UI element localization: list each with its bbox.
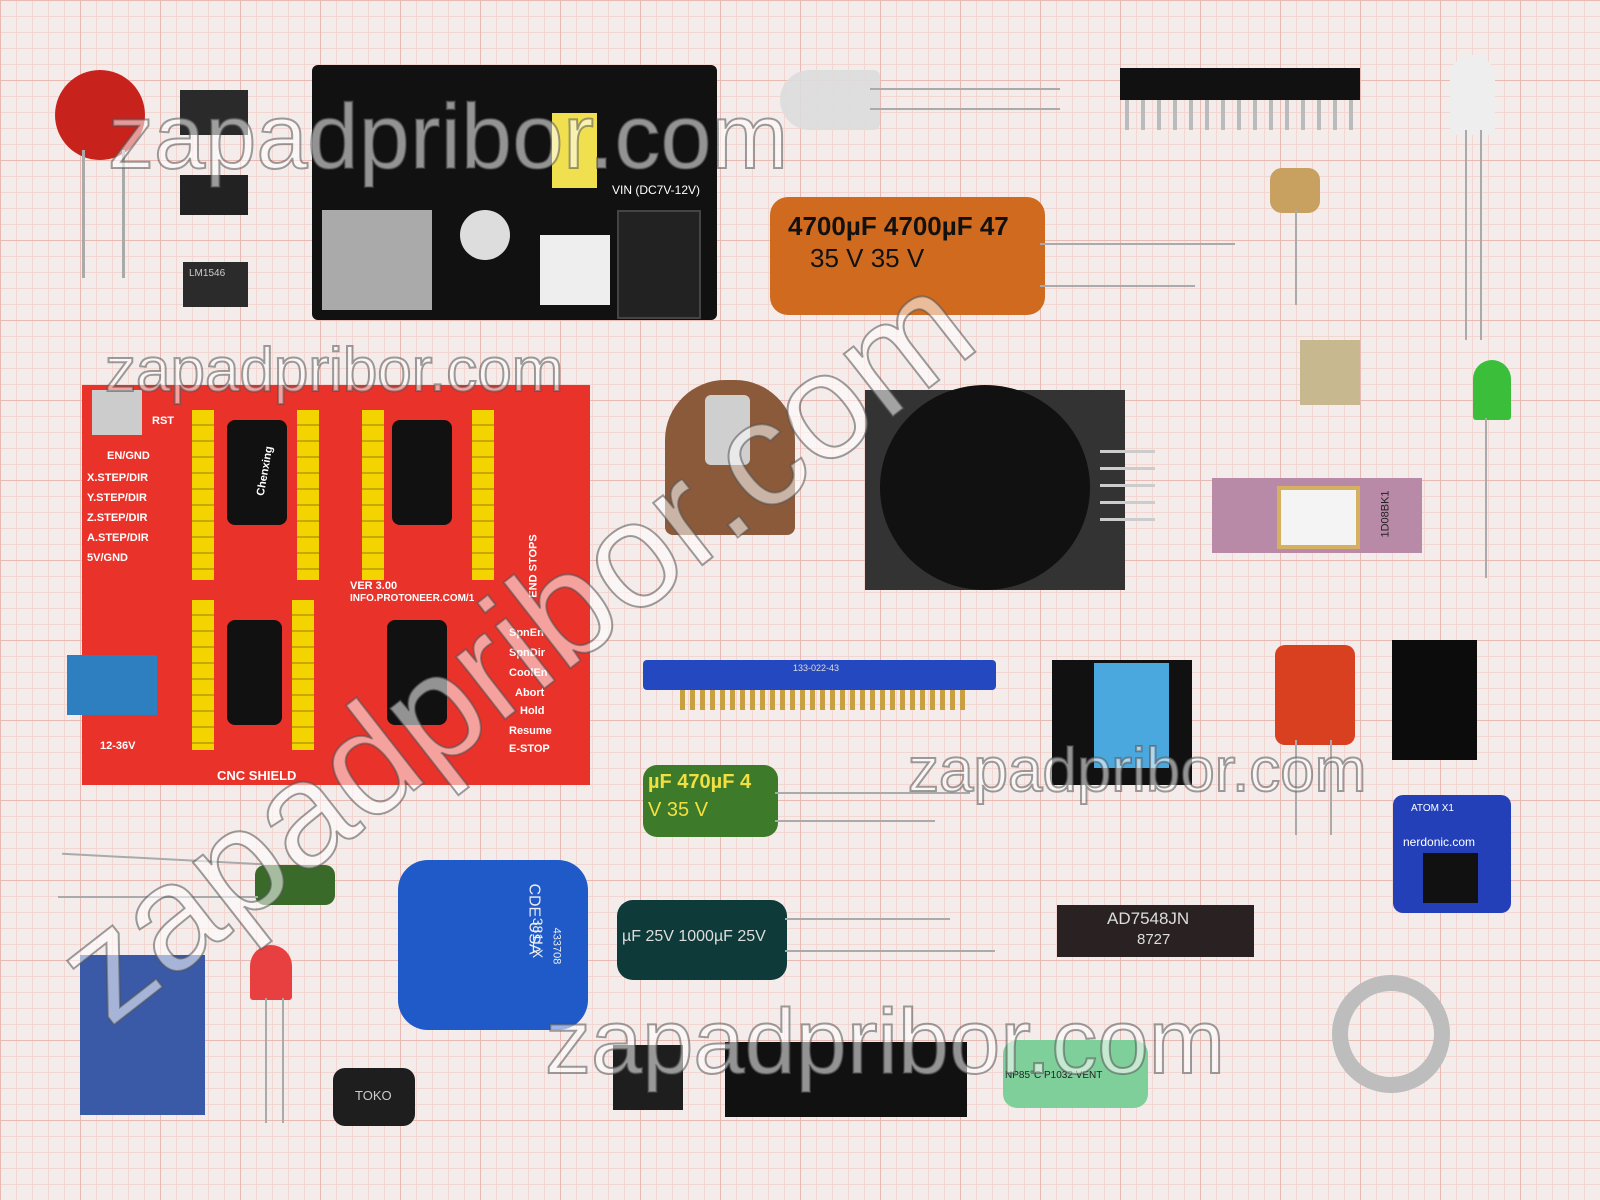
chip-label: LM1546 <box>189 268 226 279</box>
shield-right-label: SpnDir <box>509 647 546 659</box>
bipolar-capacitor-np: NP85°C P1032 VENT <box>1003 1040 1148 1108</box>
shield-left-label: Z.STEP/DIR <box>87 512 148 524</box>
edge-connector-pins <box>680 690 965 710</box>
ic-soic: LM1546 <box>183 262 248 307</box>
shield-right-label: SpnEn <box>509 627 544 639</box>
board-url: nerdonic.com <box>1403 835 1476 849</box>
cap-lead <box>785 918 950 920</box>
cap-lead <box>1330 740 1332 835</box>
led-lead <box>282 998 284 1123</box>
flatpack-ic-gold <box>1300 340 1360 405</box>
electrolytic-capacitor-470uf: µF 470µF 4 V 35 V <box>643 765 778 837</box>
shield-right-label: Abort <box>515 687 545 699</box>
led-clear <box>780 70 880 130</box>
cap-lead <box>58 896 258 898</box>
cap-label: NP85°C P1032 VENT <box>1005 1070 1103 1081</box>
film-capacitor-green <box>255 865 335 905</box>
led-green <box>1473 360 1511 420</box>
led-lead <box>265 998 267 1123</box>
shield-right-label: Hold <box>520 705 545 717</box>
varistor-lead <box>122 150 125 278</box>
red-film-capacitor <box>1275 645 1355 745</box>
ic-soic <box>180 175 248 215</box>
ic-soic <box>180 90 248 135</box>
led-lead <box>1480 130 1482 340</box>
shield-left-label: X.STEP/DIR <box>87 472 149 484</box>
cap-label: µF 25V 1000µF 25V <box>622 928 766 945</box>
dip8-ic <box>613 1045 683 1110</box>
cap-model: 381LX <box>530 917 547 959</box>
cap-label: 4700µF 4700µF 47 <box>788 211 1009 241</box>
shield-left-label: 5V/GND <box>87 552 128 564</box>
vin-label: VIN (DC7V-12V) <box>612 183 701 197</box>
transistor-lead <box>1295 210 1297 305</box>
led-red <box>250 945 292 1000</box>
cnc-shield-board: RST EN/GND X.STEP/DIR Y.STEP/DIR Z.STEP/… <box>67 385 590 785</box>
cap-voltage: V 35 V <box>648 799 709 821</box>
connector-label: 133-022-43 <box>793 663 840 673</box>
watermark: zapadpribor.com <box>107 85 789 189</box>
inductor-toko: TOKO <box>333 1068 415 1126</box>
shield-rst: RST <box>152 415 174 427</box>
led-lead <box>1465 130 1467 340</box>
led-lead <box>870 108 1060 110</box>
inductor-label: TOKO <box>355 1088 392 1103</box>
pin-header-pins <box>1125 100 1360 130</box>
chip-label: 1D08BK1 <box>1379 490 1392 538</box>
watermark: zapadpribor.com <box>104 335 564 406</box>
ic-label: AD7548JN <box>1107 909 1190 928</box>
joystick-pins <box>1100 450 1155 530</box>
varistor-lead <box>82 150 85 278</box>
shield-right-label: E-STOP <box>509 743 550 755</box>
watermark: zapadpribor.com <box>907 735 1367 806</box>
breadboard-power-module: VIN (DC7V-12V) <box>312 65 717 320</box>
watermark: zapadpribor.com <box>544 990 1226 1094</box>
seven-segment-display <box>1392 640 1477 760</box>
shield-url: INFO.PROTONEER.COM/1 <box>350 593 475 604</box>
cap-code: 433708 <box>550 927 563 965</box>
atom-x1-board: ATOM X1 nerdonic.com <box>1393 795 1511 913</box>
edge-connector: 133-022-43 <box>643 660 996 690</box>
led-lead <box>870 88 1060 90</box>
potentiometer-shaft <box>705 395 750 465</box>
dip-ic-ad7548: AD7548JN 8727 <box>1057 905 1254 957</box>
transistor-metal-can <box>1270 168 1320 213</box>
led-white-tall <box>1450 55 1495 135</box>
shield-voltage: 12-36V <box>100 740 136 752</box>
ceramic-dip-ic: 1D08BK1 <box>1212 478 1422 553</box>
cap-lead <box>1040 243 1235 245</box>
shield-right-label: CoolEn <box>509 667 548 679</box>
joystick-cap <box>880 385 1090 590</box>
cap-lead <box>1040 285 1195 287</box>
shield-left-label: EN/GND <box>107 450 150 462</box>
metal-ring <box>1332 975 1450 1093</box>
shield-title: CNC SHIELD <box>217 768 297 783</box>
led-lead <box>1485 418 1487 578</box>
cap-lead <box>1295 740 1297 835</box>
electrolytic-capacitor-4700uf: 4700µF 4700µF 47 35 V 35 V <box>770 197 1045 315</box>
electrolytic-capacitor-1000uf: µF 25V 1000µF 25V <box>617 900 787 980</box>
cap-label: µF 470µF 4 <box>648 771 752 793</box>
cap-lead <box>775 792 970 794</box>
shield-left-label: Y.STEP/DIR <box>87 492 147 504</box>
board-title: ATOM X1 <box>1411 803 1454 814</box>
cap-lead <box>785 950 995 952</box>
dht11-module <box>1052 660 1192 785</box>
varistor <box>55 70 145 160</box>
shield-version: VER 3.00 <box>350 580 398 592</box>
ic-code: 8727 <box>1137 931 1171 948</box>
ic-socket <box>725 1042 967 1117</box>
shield-right-label: Resume <box>509 725 552 737</box>
cap-voltage: 35 V 35 V <box>810 243 925 273</box>
pin-header <box>1120 68 1360 100</box>
sensor-module-blue <box>80 955 205 1115</box>
shield-left-label: A.STEP/DIR <box>87 532 149 544</box>
cap-lead <box>775 820 935 822</box>
electrolytic-capacitor-cde: CDE USA 381LX 433708 <box>398 860 588 1030</box>
